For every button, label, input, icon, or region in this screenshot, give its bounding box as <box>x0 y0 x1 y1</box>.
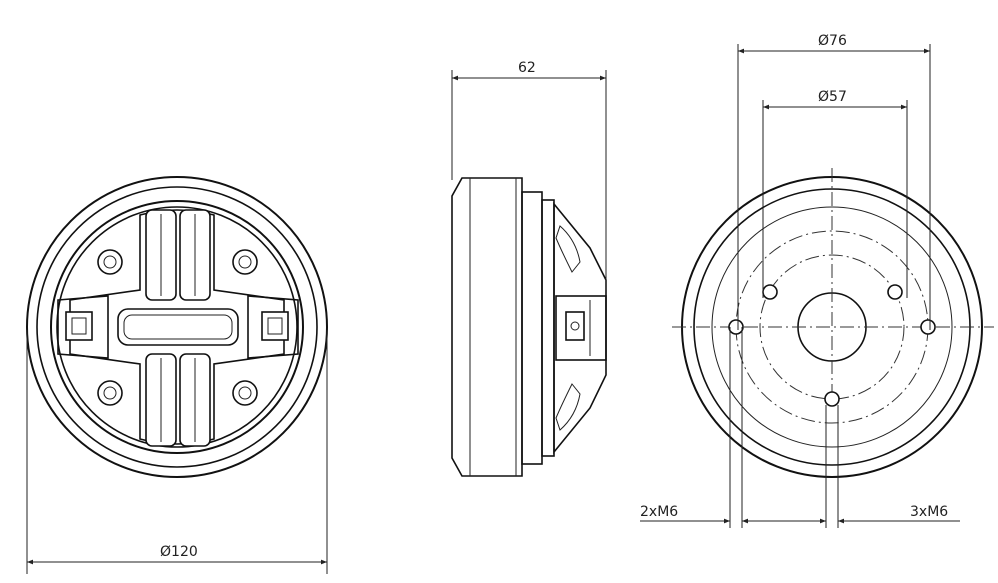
terminal-right <box>247 295 299 359</box>
screw-top-left <box>97 249 123 275</box>
thread-left-label: 2xM6 <box>640 504 678 520</box>
terminal-left <box>57 295 109 359</box>
bolt-circle-outer-label: Ø76 <box>818 33 847 49</box>
screw-bottom-right <box>232 380 258 406</box>
thread-right-label: 3xM6 <box>910 504 948 520</box>
front-diameter-label: Ø120 <box>160 544 198 560</box>
bolt-circle-inner-label: Ø57 <box>818 89 847 105</box>
rear-view: Ø76 Ø57 2xM6 3xM6 <box>640 33 994 528</box>
front-view: Ø120 <box>26 176 328 574</box>
depth-label: 62 <box>518 60 536 76</box>
screw-bottom-left <box>97 380 123 406</box>
side-view: 62 <box>451 60 607 477</box>
screw-top-right <box>232 249 258 275</box>
